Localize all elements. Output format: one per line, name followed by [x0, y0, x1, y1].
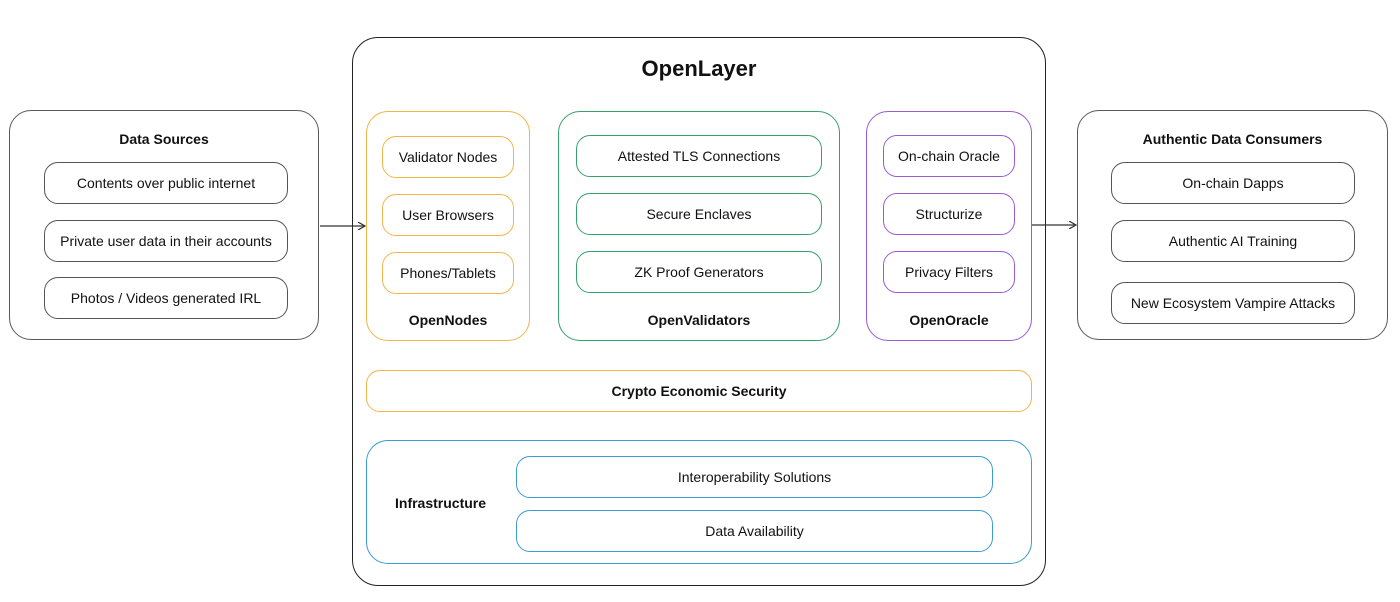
openoracle-title: OpenOracle — [909, 312, 989, 328]
data-source-item: Photos / Videos generated IRL — [44, 277, 288, 319]
crypto-economic-security-label: Crypto Economic Security — [611, 383, 787, 399]
openvalidators-item: Secure Enclaves — [576, 193, 822, 235]
opennodes-title: OpenNodes — [408, 312, 488, 328]
consumers-panel: Authentic Data Consumers On-chain Dapps … — [1077, 110, 1388, 340]
opennodes-panel: Validator Nodes User Browsers Phones/Tab… — [366, 111, 530, 341]
consumer-item: On-chain Dapps — [1111, 162, 1355, 204]
openvalidators-title: OpenValidators — [647, 312, 751, 328]
consumers-title: Authentic Data Consumers — [1142, 131, 1323, 147]
consumer-item: Authentic AI Training — [1111, 220, 1355, 262]
consumer-item: New Ecosystem Vampire Attacks — [1111, 282, 1355, 324]
crypto-economic-security-bar: Crypto Economic Security — [366, 370, 1032, 412]
openvalidators-panel: Attested TLS Connections Secure Enclaves… — [558, 111, 840, 341]
opennodes-item: Phones/Tablets — [382, 252, 514, 294]
infrastructure-title: Infrastructure — [395, 495, 487, 511]
openoracle-item: Privacy Filters — [883, 251, 1015, 293]
openvalidators-item: Attested TLS Connections — [576, 135, 822, 177]
opennodes-item: User Browsers — [382, 194, 514, 236]
openoracle-item: On-chain Oracle — [883, 135, 1015, 177]
openlayer-panel: OpenLayer — [352, 37, 1046, 586]
openlayer-title: OpenLayer — [641, 56, 757, 81]
data-source-item: Private user data in their accounts — [44, 220, 288, 262]
infrastructure-panel: Infrastructure Interoperability Solution… — [366, 440, 1032, 564]
data-sources-panel: Data Sources Contents over public intern… — [9, 110, 319, 340]
data-sources-title: Data Sources — [119, 131, 209, 147]
openvalidators-item: ZK Proof Generators — [576, 251, 822, 293]
openoracle-panel: On-chain Oracle Structurize Privacy Filt… — [866, 111, 1032, 341]
openoracle-item: Structurize — [883, 193, 1015, 235]
infrastructure-item: Data Availability — [516, 510, 993, 552]
infrastructure-item: Interoperability Solutions — [516, 456, 993, 498]
opennodes-item: Validator Nodes — [382, 136, 514, 178]
data-source-item: Contents over public internet — [44, 162, 288, 204]
